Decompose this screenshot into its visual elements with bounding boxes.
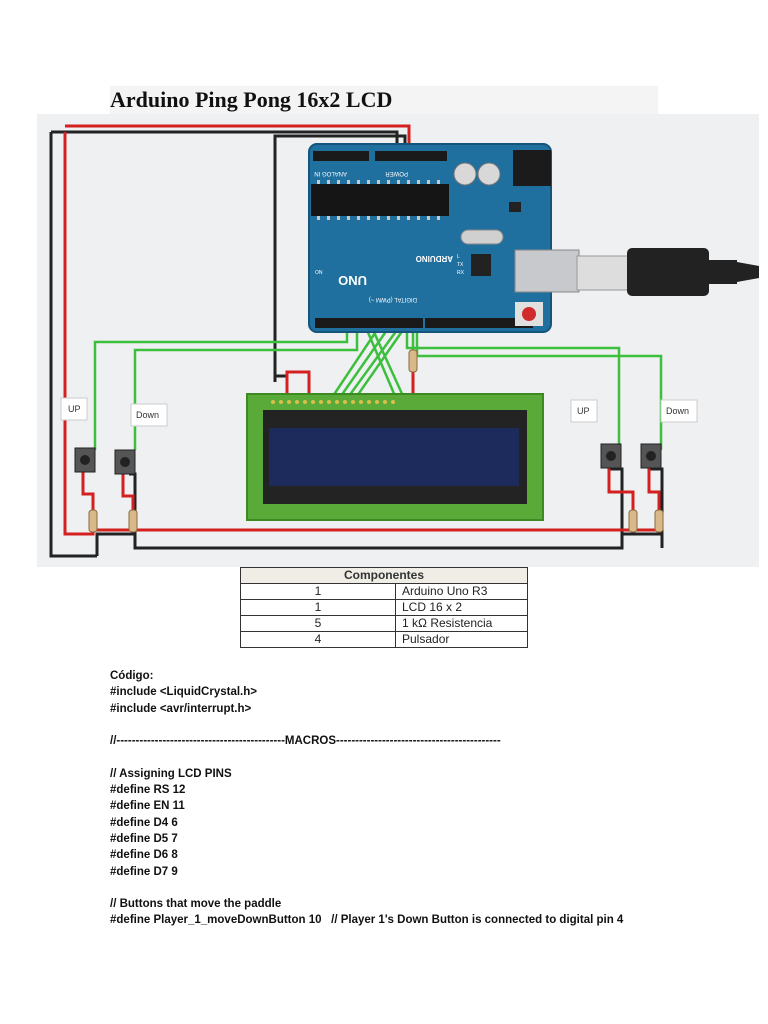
- code-listing: Código: #include <LiquidCrystal.h> #incl…: [110, 668, 730, 929]
- resistor-icon: [88, 349, 664, 533]
- board-on-label: ON: [315, 270, 323, 276]
- board-digital-label: DIGITAL (PWM ~): [369, 296, 417, 302]
- code-line: #define EN 11: [110, 800, 185, 813]
- label-up-left: UP: [68, 404, 81, 414]
- label-up-right: UP: [577, 406, 590, 416]
- component-cell: LCD 16 x 2: [395, 599, 528, 616]
- code-line: //--------------------------------------…: [110, 735, 501, 748]
- component-cell: Pulsador: [395, 631, 528, 648]
- code-line: #define D6 8: [110, 849, 178, 862]
- pushbutton-icon: [74, 443, 662, 475]
- qty-cell: 1: [240, 583, 396, 600]
- code-line: #define D4 6: [110, 816, 178, 829]
- qty-cell: 5: [240, 615, 396, 632]
- label-down-left: Down: [136, 410, 159, 420]
- table-row: 1 Arduino Uno R3: [240, 583, 528, 600]
- table-header: Componentes: [240, 567, 528, 584]
- lcd-module: [246, 393, 544, 521]
- board-l-label: L: [457, 254, 460, 260]
- code-line: #define D7 9: [110, 865, 178, 878]
- qty-cell: 1: [240, 599, 396, 616]
- button-labels: UP Down UP Down: [60, 397, 698, 427]
- code-line: // Assigning LCD PINS: [110, 767, 232, 780]
- code-line: #define RS 12: [110, 784, 186, 797]
- table-row: 5 1 kΩ Resistencia: [240, 615, 528, 632]
- board-brand-label: ARDUINO: [416, 254, 453, 263]
- code-line: #define Player_1_moveDownButton 10 // Pl…: [110, 914, 624, 927]
- components-table: Componentes 1 Arduino Uno R3 1 LCD 16 x …: [240, 567, 528, 648]
- board-analog-label: ANALOG IN: [314, 170, 347, 176]
- code-line: [110, 717, 730, 733]
- code-line: // Buttons that move the paddle: [110, 898, 282, 911]
- code-line: #include <LiquidCrystal.h>: [110, 686, 257, 699]
- code-line: #include <avr/interrupt.h>: [110, 702, 252, 715]
- code-line: [110, 749, 730, 765]
- component-cell: Arduino Uno R3: [395, 583, 528, 600]
- board-model-label: UNO: [338, 273, 367, 288]
- table-row: 1 LCD 16 x 2: [240, 599, 528, 616]
- label-down-right: Down: [666, 406, 689, 416]
- page-title: Arduino Ping Pong 16x2 LCD: [110, 86, 658, 114]
- board-rx-label: RX: [457, 270, 465, 276]
- code-line: Código:: [110, 670, 154, 682]
- table-row: 4 Pulsador: [240, 631, 528, 648]
- circuit-diagram: UNO ARDUINO DIGITAL (PWM ~) POWER ANALOG…: [37, 114, 759, 567]
- code-line: #define D5 7: [110, 832, 178, 845]
- component-cell: 1 kΩ Resistencia: [395, 615, 528, 632]
- arduino-board: UNO ARDUINO DIGITAL (PWM ~) POWER ANALOG…: [308, 143, 580, 333]
- board-tx-label: TX: [457, 262, 464, 268]
- code-line: [110, 880, 730, 896]
- qty-cell: 4: [240, 631, 396, 648]
- usb-cable: [576, 248, 759, 296]
- board-power-label: POWER: [385, 170, 408, 176]
